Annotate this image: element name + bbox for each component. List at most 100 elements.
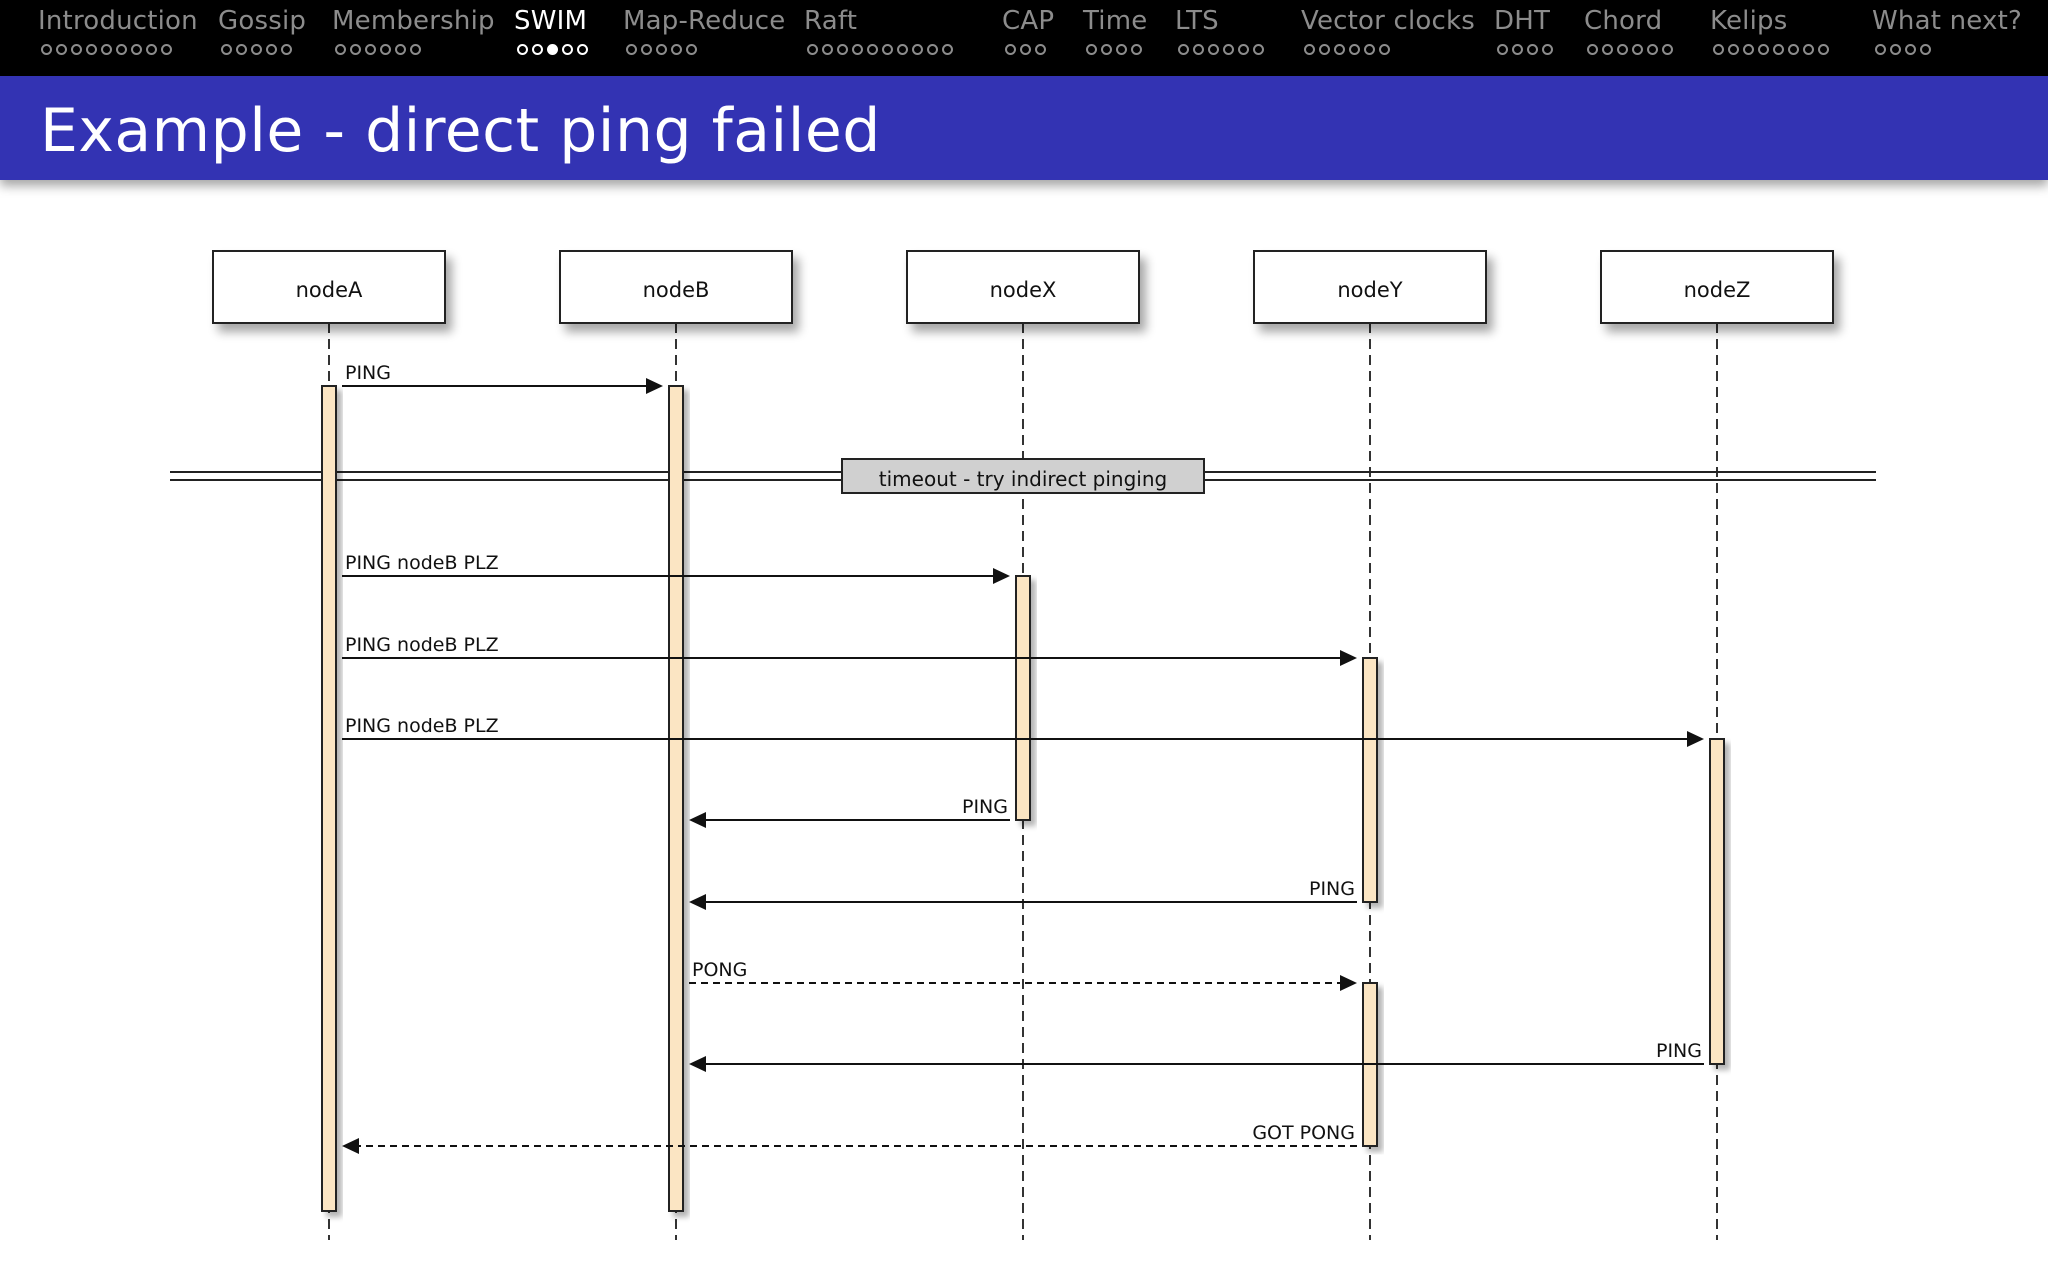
slide-dot[interactable] [101, 44, 112, 55]
nav-section-label[interactable]: Vector clocks [1301, 6, 1476, 36]
slide-dot[interactable] [131, 44, 142, 55]
slide-dot[interactable] [942, 44, 953, 55]
slide-dot[interactable] [626, 44, 637, 55]
slide-dot[interactable] [365, 44, 376, 55]
slide-dot[interactable] [1020, 44, 1031, 55]
nav-section-label[interactable]: DHT [1494, 6, 1551, 36]
nav-section-label[interactable]: Map-Reduce [623, 6, 786, 36]
slide-dot[interactable] [1208, 44, 1219, 55]
slide-dot[interactable] [1758, 44, 1769, 55]
slide-dot[interactable] [807, 44, 818, 55]
slide-dot[interactable] [517, 44, 528, 55]
slide-dot[interactable] [146, 44, 157, 55]
activation-bar [1362, 657, 1378, 903]
slide-dot[interactable] [671, 44, 682, 55]
slide-dot[interactable] [897, 44, 908, 55]
nav-section-label[interactable]: Kelips [1710, 6, 1788, 36]
slide-dot[interactable] [1632, 44, 1643, 55]
slide-dot[interactable] [1497, 44, 1508, 55]
message-label: PING [345, 362, 391, 384]
slide-dot[interactable] [1728, 44, 1739, 55]
slide-dot[interactable] [1364, 44, 1375, 55]
slide-dot[interactable] [1349, 44, 1360, 55]
slide-dot[interactable] [1818, 44, 1829, 55]
slide-dot[interactable] [1587, 44, 1598, 55]
current-slide-dot[interactable] [547, 44, 558, 55]
slide-dot[interactable] [251, 44, 262, 55]
nav-section-label[interactable]: What next? [1872, 6, 2022, 36]
slide-dot[interactable] [1319, 44, 1330, 55]
slide-dot[interactable] [41, 44, 52, 55]
slide-dot[interactable] [562, 44, 573, 55]
slide-dot[interactable] [1803, 44, 1814, 55]
slide-dot[interactable] [1527, 44, 1538, 55]
slide-dot[interactable] [1223, 44, 1234, 55]
nav-section-label[interactable]: CAP [1002, 6, 1055, 36]
slide-dot[interactable] [380, 44, 391, 55]
slide-dot[interactable] [350, 44, 361, 55]
slide-dot[interactable] [1379, 44, 1390, 55]
slide-dot[interactable] [281, 44, 292, 55]
slide-dot[interactable] [116, 44, 127, 55]
slide-dot[interactable] [1713, 44, 1724, 55]
slide-dot[interactable] [221, 44, 232, 55]
slide-dot[interactable] [395, 44, 406, 55]
slide-dot[interactable] [1086, 44, 1097, 55]
slide-dot[interactable] [1773, 44, 1784, 55]
slide-dot[interactable] [1253, 44, 1264, 55]
slide-dot[interactable] [1743, 44, 1754, 55]
slide-dot[interactable] [1116, 44, 1127, 55]
slide-dot[interactable] [1542, 44, 1553, 55]
slide-dot[interactable] [882, 44, 893, 55]
slide-dot[interactable] [1647, 44, 1658, 55]
slide-dot[interactable] [1131, 44, 1142, 55]
slide-dot[interactable] [822, 44, 833, 55]
nav-section-label[interactable]: Raft [804, 6, 858, 36]
slide-dot[interactable] [1178, 44, 1189, 55]
slide-dot[interactable] [1890, 44, 1901, 55]
message: PONG [689, 959, 1357, 991]
slide-dot[interactable] [1788, 44, 1799, 55]
slide-dot[interactable] [852, 44, 863, 55]
slide-dot[interactable] [71, 44, 82, 55]
nav-section-label[interactable]: Membership [332, 6, 495, 36]
slide-dot[interactable] [1512, 44, 1523, 55]
slide-dot[interactable] [1920, 44, 1931, 55]
slide-dot[interactable] [1005, 44, 1016, 55]
slide-dot[interactable] [1101, 44, 1112, 55]
slide-dot[interactable] [236, 44, 247, 55]
slide-dot[interactable] [641, 44, 652, 55]
slide-dot[interactable] [56, 44, 67, 55]
slide-dot[interactable] [1602, 44, 1613, 55]
slide-dot[interactable] [1905, 44, 1916, 55]
slide-dot[interactable] [656, 44, 667, 55]
slide-dot[interactable] [1238, 44, 1249, 55]
slide-dot[interactable] [577, 44, 588, 55]
slide-dot[interactable] [266, 44, 277, 55]
arrowhead-icon [993, 568, 1010, 584]
slide-dot[interactable] [335, 44, 346, 55]
slide-dot[interactable] [1334, 44, 1345, 55]
slide-dot[interactable] [161, 44, 172, 55]
slide-dot[interactable] [1662, 44, 1673, 55]
slide-dot[interactable] [1875, 44, 1886, 55]
slide-dot[interactable] [532, 44, 543, 55]
nav-section-label[interactable]: Chord [1584, 6, 1663, 36]
nav-section-label[interactable]: Introduction [38, 6, 198, 36]
slide-dot[interactable] [867, 44, 878, 55]
slide-dot[interactable] [686, 44, 697, 55]
slide-dot[interactable] [837, 44, 848, 55]
slide-dot[interactable] [912, 44, 923, 55]
nav-section-label[interactable]: Time [1083, 6, 1148, 36]
nav-section-label[interactable]: SWIM [514, 6, 588, 36]
slide-dot[interactable] [927, 44, 938, 55]
slide-dot[interactable] [1304, 44, 1315, 55]
message-label: PONG [692, 959, 747, 981]
slide-dot[interactable] [1193, 44, 1204, 55]
nav-section-label[interactable]: LTS [1175, 6, 1219, 36]
slide-dot[interactable] [410, 44, 421, 55]
nav-section-label[interactable]: Gossip [218, 6, 307, 36]
slide-dot[interactable] [86, 44, 97, 55]
slide-dot[interactable] [1035, 44, 1046, 55]
slide-dot[interactable] [1617, 44, 1628, 55]
